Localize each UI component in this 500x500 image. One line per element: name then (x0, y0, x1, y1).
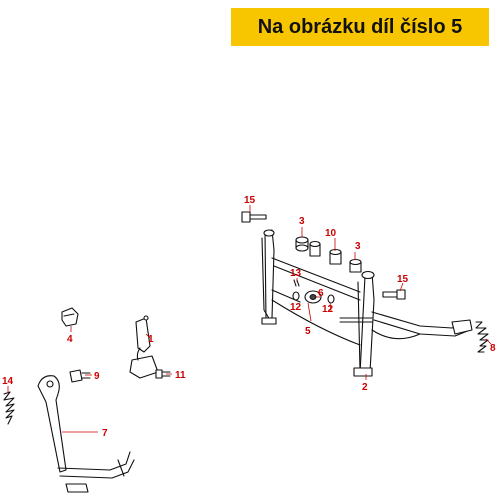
spring-part-8 (475, 321, 489, 353)
callout-4: 4 (67, 334, 73, 345)
callout-9: 9 (94, 371, 100, 382)
callout-5: 5 (305, 326, 311, 337)
collar-part-3-right (349, 258, 362, 273)
callout-14: 14 (2, 376, 14, 387)
spring-pin-part-13 (293, 279, 300, 287)
switch-part-1 (129, 315, 159, 379)
callout-7: 7 (102, 428, 108, 439)
bolt-part-9 (69, 369, 91, 383)
screw-part-11 (155, 369, 171, 379)
pivot-part-5 (304, 290, 322, 304)
callout-2: 2 (362, 382, 368, 393)
bush-part-10-left (309, 240, 321, 257)
bush-part-10-right (329, 248, 342, 265)
spring-part-14 (3, 391, 15, 425)
callout-15-right: 15 (397, 274, 409, 285)
banner-text: Na obrázku díl číslo 5 (257, 15, 463, 38)
callout-12-left: 12 (290, 302, 302, 313)
callout-11: 11 (175, 370, 186, 381)
washer-part-12-right (327, 294, 335, 304)
side-stand-part-7 (37, 375, 135, 493)
washer-part-12-left (292, 291, 300, 301)
leader-lines (7, 205, 492, 433)
callout-12-right: 12 (322, 304, 334, 315)
callout-8: 8 (490, 343, 496, 354)
bolt-part-15-left (241, 211, 267, 223)
callout-10: 10 (325, 228, 337, 239)
callout-3-left: 3 (299, 216, 305, 227)
callout-15-upper: 15 (244, 195, 256, 206)
collar-part-3-left (295, 236, 309, 252)
callout-6: 6 (318, 288, 324, 299)
callout-3-right: 3 (355, 241, 361, 252)
callout-1: 1 (148, 334, 154, 345)
bolt-part-15-right (382, 289, 406, 300)
rubber-block-part-4 (61, 307, 79, 327)
part-number-banner: Na obrázku díl číslo 5 (231, 8, 489, 46)
callout-13: 13 (290, 268, 302, 279)
